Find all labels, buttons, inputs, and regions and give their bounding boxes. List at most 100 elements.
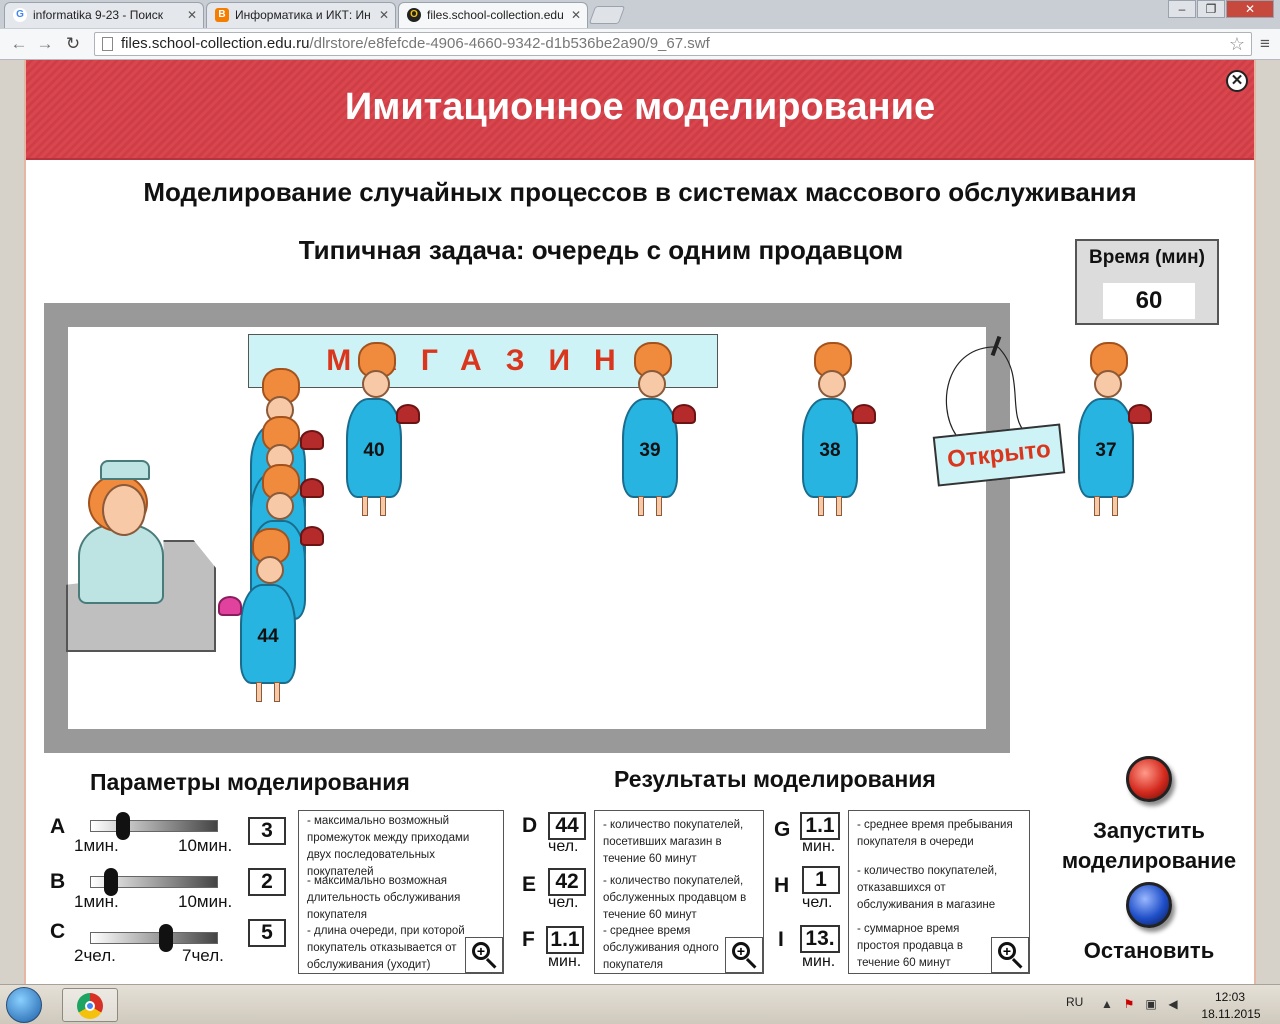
customer-number: 38	[819, 440, 841, 461]
result-i-value: 13.	[800, 925, 840, 953]
subtitle: Моделирование случайных процессов в сист…	[143, 177, 1137, 207]
slider-max-label: 7чел.	[182, 946, 224, 965]
param-a-slider[interactable]	[90, 812, 218, 840]
flag-icon[interactable]: ⚑	[1123, 997, 1135, 1011]
customer-walking: 38	[788, 342, 878, 522]
slider-thumb[interactable]	[159, 924, 173, 952]
maximize-button[interactable]: ❐	[1197, 0, 1225, 18]
tab-title: Информатика и ИКТ: Ин	[235, 8, 371, 22]
result-letter: F	[522, 928, 535, 951]
seller-body	[78, 524, 164, 604]
google-icon: G	[13, 8, 27, 22]
timer-panel: Время (мин) 60	[1075, 239, 1219, 325]
wallet-icon	[218, 596, 242, 616]
timer-label: Время (мин)	[1089, 247, 1205, 268]
zoom-in-icon: +	[472, 942, 490, 960]
result-letter: E	[522, 873, 537, 896]
result-unit: чел.	[802, 894, 833, 911]
volume-icon[interactable]: ◀	[1168, 997, 1178, 1011]
slider-thumb[interactable]	[104, 868, 118, 896]
stop-button[interactable]	[1126, 882, 1172, 928]
result-f-desc: - среднее время обслуживания одного поку…	[603, 925, 719, 971]
slider-thumb[interactable]	[116, 812, 130, 840]
seller-cap	[100, 460, 150, 480]
param-c-slider[interactable]	[90, 924, 218, 952]
zoom-button[interactable]: +	[465, 937, 503, 973]
param-c-value: 5	[248, 919, 286, 947]
param-letter: A	[50, 815, 66, 838]
language-indicator[interactable]: RU	[1066, 995, 1084, 1009]
result-d-value: 44	[548, 812, 586, 840]
clock-date[interactable]: 18.11.2015	[1201, 1007, 1261, 1021]
param-a-desc: - максимально возможный промежуток между…	[307, 815, 470, 878]
task-title: Типичная задача: очередь с одним продавц…	[298, 235, 904, 265]
address-bar[interactable]: files.school-collection.edu.ru/dlrstore/…	[94, 32, 1252, 56]
customer-number: 44	[257, 626, 279, 647]
result-h-value: 1	[802, 866, 840, 894]
tab-title: files.school-collection.edu	[427, 8, 564, 22]
result-g-value: 1.1	[800, 812, 840, 840]
banner: Имитационное моделирование ✕	[26, 60, 1254, 160]
result-unit: чел.	[548, 894, 579, 911]
customer-walking: 37	[1064, 342, 1154, 522]
menu-icon[interactable]: ≡	[1260, 34, 1270, 53]
flash-app: Имитационное моделирование ✕ Моделирован…	[24, 60, 1256, 984]
customer-walking: 39	[608, 342, 698, 522]
slider-min-label: 1мин.	[74, 836, 119, 855]
results-description-2: - среднее время пребывания покупателя в …	[848, 810, 1030, 974]
result-unit: мин.	[548, 953, 582, 970]
result-unit: мин.	[802, 838, 836, 855]
customer-walking: 40	[332, 342, 422, 522]
reload-icon[interactable]: ↻	[65, 34, 81, 53]
close-icon[interactable]: ✕	[1226, 70, 1248, 92]
browser-toolbar: ← → ↻ files.school-collection.edu.ru/dlr…	[0, 29, 1280, 60]
start-button[interactable]	[1126, 756, 1172, 802]
tab-blogger[interactable]: B Информатика и ИКТ: Ин ✕	[206, 2, 396, 28]
result-letter: G	[774, 818, 791, 841]
tab-active[interactable]: O files.school-collection.edu ✕	[398, 2, 588, 28]
result-unit: чел.	[548, 838, 579, 855]
param-b-slider[interactable]	[90, 868, 218, 896]
slider-max-label: 10мин.	[178, 836, 233, 855]
back-arrow-icon[interactable]: ←	[10, 34, 28, 53]
result-d-desc: - количество покупателей, посетивших маг…	[603, 819, 744, 865]
url-host: files.school-collection.edu.ru	[121, 35, 310, 52]
customer-number: 39	[639, 440, 661, 461]
zoom-button[interactable]: +	[725, 937, 763, 973]
slider-min-label: 2чел.	[74, 946, 116, 965]
bookmark-star-icon[interactable]: ☆	[1228, 34, 1245, 54]
param-letter: B	[50, 870, 66, 893]
zoom-button[interactable]: +	[991, 937, 1029, 973]
banner-title: Имитационное моделирование	[344, 86, 936, 128]
new-tab-button[interactable]	[588, 6, 626, 24]
params-title: Параметры моделирования	[90, 769, 410, 795]
tab-close-icon[interactable]: ✕	[186, 8, 197, 22]
tab-close-icon[interactable]: ✕	[378, 8, 389, 22]
param-letter: C	[50, 920, 66, 943]
window-close-button[interactable]: ✕	[1226, 0, 1274, 18]
timer-value: 60	[1103, 283, 1195, 319]
result-unit: мин.	[802, 953, 836, 970]
tab-close-icon[interactable]: ✕	[570, 8, 581, 22]
param-b-desc: - максимально возможная длительность обс…	[307, 875, 461, 921]
clock-time[interactable]: 12:03	[1214, 990, 1246, 1004]
minimize-button[interactable]: –	[1168, 0, 1196, 18]
forward-arrow-icon[interactable]: →	[36, 34, 54, 53]
windows-start-icon[interactable]	[6, 987, 42, 1023]
network-icon[interactable]: ▣	[1145, 997, 1157, 1011]
result-letter: D	[522, 814, 538, 837]
browser-chrome: G informatika 9-23 - Поиск ✕ B Информати…	[0, 0, 1280, 60]
params-description: - максимально возможный промежуток между…	[298, 810, 504, 974]
stop-label: Остановить	[1083, 938, 1215, 963]
seller-face	[102, 484, 146, 536]
tab-search[interactable]: G informatika 9-23 - Поиск ✕	[4, 2, 204, 28]
chrome-icon	[77, 993, 103, 1019]
zoom-in-icon: +	[998, 942, 1016, 960]
customer-serving: 44	[218, 528, 316, 708]
customer-number: 40	[363, 440, 385, 461]
taskbar-chrome-button[interactable]	[62, 988, 118, 1022]
site-icon: O	[407, 8, 421, 22]
tray-arrow-icon[interactable]: ▲	[1101, 997, 1113, 1011]
result-h-desc: - количество покупателей, отказавшихся о…	[857, 865, 998, 911]
results-description: - количество покупателей, посетивших маг…	[594, 810, 764, 974]
